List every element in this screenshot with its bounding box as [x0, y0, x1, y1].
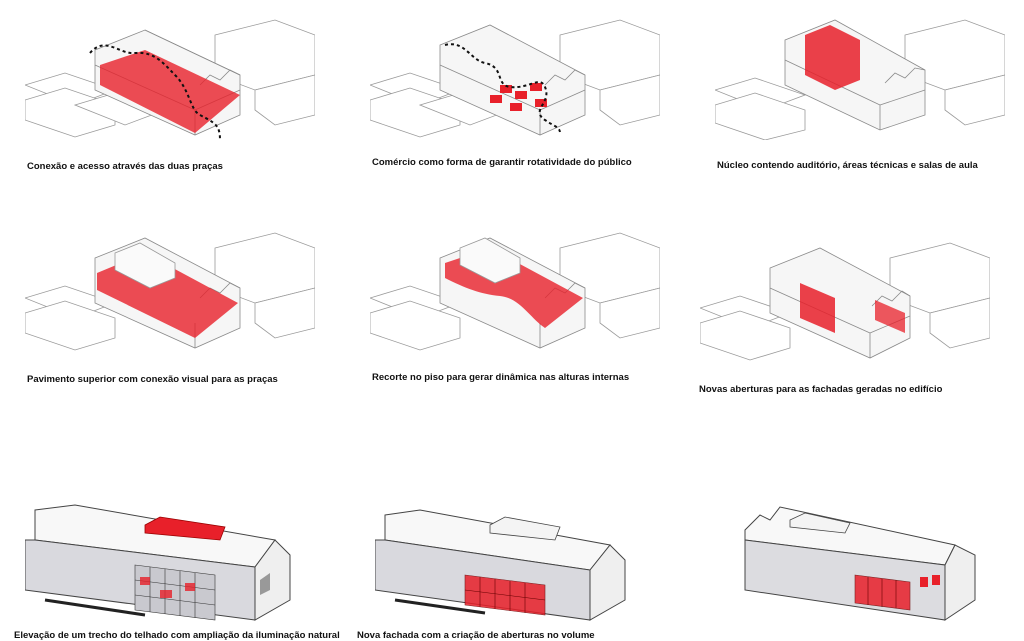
caption-3: Núcleo contendo auditório, áreas técnica…	[717, 160, 978, 171]
glazing-grid	[135, 565, 215, 620]
render-roof-skylight	[25, 495, 295, 630]
caption-2: Comércio como forma de garantir rotativi…	[372, 157, 632, 168]
diagram-panel-openings	[700, 238, 990, 363]
render-new-facade	[375, 505, 635, 630]
diagram-panel-floor-cut	[370, 228, 660, 353]
caption-1: Conexão e acesso através das duas praças	[27, 161, 223, 172]
caption-6: Novas aberturas para as fachadas geradas…	[699, 384, 942, 395]
diagram-panel-upper-floor	[25, 228, 315, 353]
diagram-panel-commerce	[370, 15, 660, 140]
caption-7: Elevação de um trecho do telhado com amp…	[14, 630, 340, 641]
caption-5: Recorte no piso para gerar dinâmica nas …	[372, 372, 629, 383]
diagram-panel-core	[715, 15, 1005, 140]
caption-4: Pavimento superior com conexão visual pa…	[27, 374, 278, 385]
caption-8: Nova fachada com a criação de aberturas …	[357, 630, 595, 641]
render-end-facade	[740, 495, 980, 630]
diagram-panel-connection	[25, 15, 315, 140]
